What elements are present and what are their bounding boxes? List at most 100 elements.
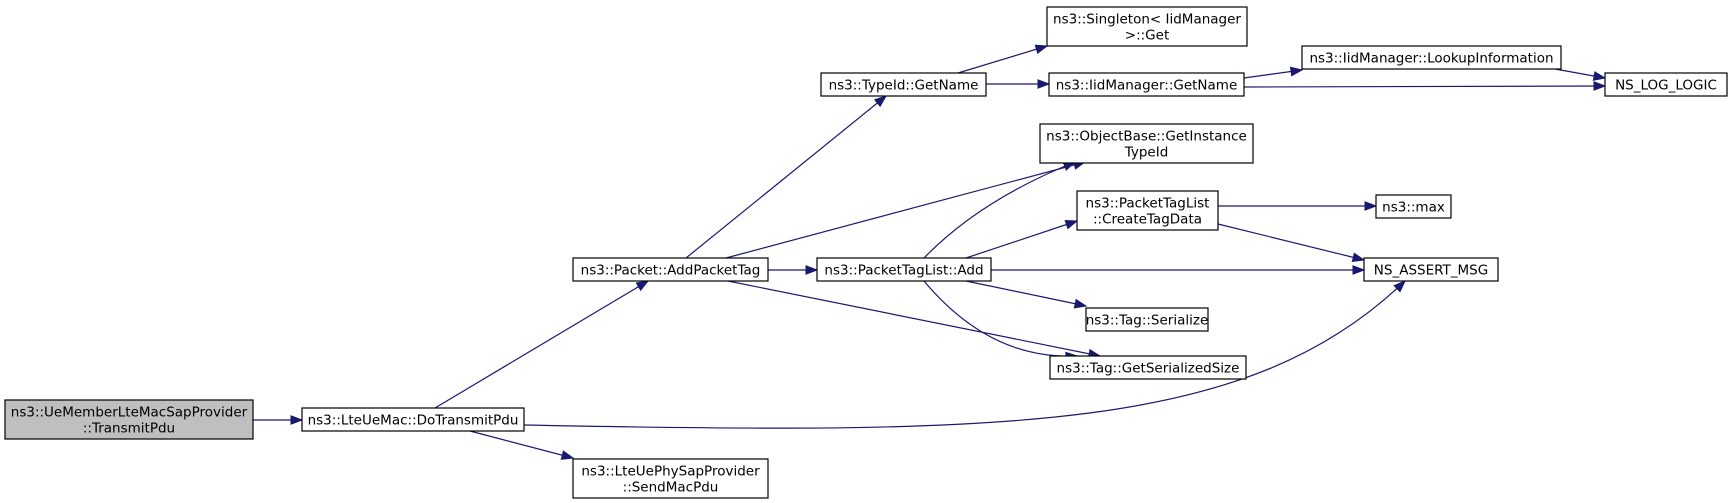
- node-box: [1301, 45, 1562, 70]
- node-send_mac_pdu[interactable]: ns3::LteUePhySapProvider::SendMacPdu: [572, 458, 769, 499]
- node-box: [1046, 6, 1248, 47]
- arrowhead: [1034, 44, 1049, 55]
- node-ns_assert_msg[interactable]: NS_ASSERT_MSG: [1363, 257, 1499, 282]
- node-box: [816, 257, 992, 282]
- node-label: ns3::LteUePhySapProvider: [581, 464, 760, 480]
- edge-typeid_getname-to-iid_getname: [986, 79, 1051, 89]
- node-label: NS_LOG_LOGIC: [1615, 78, 1717, 94]
- arrowhead: [1073, 298, 1088, 309]
- edge-tag_list_add-to-tag_serialize: [965, 280, 1088, 309]
- node-box: [1375, 194, 1452, 219]
- node-label: ns3::IidManager::GetName: [1056, 78, 1238, 94]
- edge-create_tag_data-to-ns_assert_msg: [1217, 223, 1366, 262]
- node-ns_log_logic[interactable]: NS_LOG_LOGIC: [1604, 72, 1728, 97]
- node-box: [572, 458, 769, 499]
- node-box: [820, 72, 987, 97]
- node-label: ns3::Packet::AddPacketTag: [581, 263, 761, 279]
- node-do_transmit[interactable]: ns3::LteUeMac::DoTransmitPdu: [301, 407, 525, 432]
- node-lookup_information[interactable]: ns3::IidManager::LookupInformation: [1301, 45, 1562, 70]
- node-label: ns3::max: [1382, 200, 1445, 216]
- node-tag_get_serialized_size[interactable]: ns3::Tag::GetSerializedSize: [1049, 355, 1247, 380]
- arrowhead: [1592, 71, 1607, 81]
- edge-line: [725, 161, 1086, 259]
- edge-do_transmit-to-add_packet_tag: [434, 280, 650, 409]
- edge-add_packet_tag-to-get_instance_typeid: [725, 160, 1087, 259]
- edge-line: [1243, 85, 1606, 88]
- edge-line: [434, 280, 649, 409]
- nodes-layer: ns3::UeMemberLteMacSapProvider::Transmit…: [4, 6, 1728, 499]
- node-box: [1076, 190, 1219, 231]
- node-label: NS_ASSERT_MSG: [1374, 263, 1488, 279]
- edge-add_packet_tag-to-tag_list_add: [768, 265, 819, 275]
- edge-line: [965, 280, 1087, 307]
- node-label: ns3::UeMemberLteMacSapProvider: [11, 405, 248, 421]
- node-label: ns3::PacketTagList: [1086, 196, 1210, 212]
- edge-tag_list_add-to-create_tag_data: [965, 219, 1079, 259]
- node-tag_serialize[interactable]: ns3::Tag::Serialize: [1085, 307, 1209, 332]
- edge-tag_list_add-to-get_instance_typeid: [923, 161, 1077, 259]
- arrowhead: [1364, 201, 1378, 211]
- node-tag_list_add[interactable]: ns3::PacketTagList::Add: [816, 257, 992, 282]
- node-box: [1604, 72, 1728, 97]
- node-label: >::Get: [1125, 28, 1169, 44]
- edge-tag_list_add-to-tag_get_serialized_size: [923, 280, 1079, 362]
- node-box: [1048, 72, 1245, 97]
- arrowhead: [805, 265, 819, 275]
- edge-line: [685, 95, 887, 259]
- edge-line: [923, 280, 1078, 357]
- edge-line: [957, 45, 1048, 74]
- arrowhead: [1352, 265, 1366, 275]
- node-label: ::TransmitPdu: [83, 421, 175, 437]
- edge-tag_list_add-to-ns_assert_msg: [991, 265, 1366, 275]
- node-label: ::SendMacPdu: [623, 480, 719, 496]
- edge-do_transmit-to-ns_assert_msg: [523, 280, 1407, 429]
- edge-add_packet_tag-to-typeid_getname: [685, 95, 888, 259]
- node-ue_transmit[interactable]: ns3::UeMemberLteMacSapProvider::Transmit…: [4, 399, 254, 440]
- arrowhead: [560, 450, 575, 460]
- edges-layer: [253, 44, 1607, 460]
- node-box: [4, 399, 254, 440]
- node-add_packet_tag[interactable]: ns3::Packet::AddPacketTag: [572, 257, 769, 282]
- node-singleton_get[interactable]: ns3::Singleton< IidManager>::Get: [1046, 6, 1248, 47]
- node-box: [301, 407, 525, 432]
- node-typeid_getname[interactable]: ns3::TypeId::GetName: [820, 72, 987, 97]
- edge-line: [965, 220, 1078, 259]
- arrowhead: [1064, 219, 1079, 230]
- node-label: ::CreateTagData: [1093, 212, 1202, 228]
- edge-iid_getname-to-ns_log_logic: [1243, 81, 1607, 91]
- node-box: [1085, 307, 1209, 332]
- arrowhead: [1289, 66, 1304, 77]
- node-create_tag_data[interactable]: ns3::PacketTagList::CreateTagData: [1076, 190, 1219, 231]
- arrowhead: [873, 95, 888, 108]
- edge-do_transmit-to-send_mac_pdu: [469, 430, 575, 460]
- node-label: ns3::PacketTagList::Add: [824, 263, 983, 279]
- edge-create_tag_data-to-ns3_max: [1218, 201, 1378, 211]
- node-iid_getname[interactable]: ns3::IidManager::GetName: [1048, 72, 1245, 97]
- arrowhead: [1351, 252, 1366, 262]
- edge-lookup_information-to-ns_log_logic: [1554, 68, 1607, 81]
- node-box: [1049, 355, 1247, 380]
- edge-line: [923, 161, 1076, 259]
- edge-line: [727, 280, 1101, 357]
- edge-typeid_getname-to-singleton_get: [957, 44, 1049, 74]
- node-label: ns3::TypeId::GetName: [829, 78, 979, 94]
- arrowhead: [1393, 280, 1407, 293]
- edge-line: [523, 280, 1406, 429]
- arrowhead: [1037, 79, 1051, 89]
- node-box: [1039, 123, 1254, 164]
- edge-add_packet_tag-to-tag_get_serialized_size: [727, 280, 1102, 359]
- node-label: ns3::Tag::Serialize: [1086, 313, 1209, 329]
- node-label: ns3::ObjectBase::GetInstance: [1046, 129, 1247, 145]
- arrowhead: [635, 280, 650, 292]
- node-ns3_max[interactable]: ns3::max: [1375, 194, 1452, 219]
- node-label: ns3::Tag::GetSerializedSize: [1057, 361, 1240, 377]
- node-box: [1363, 257, 1499, 282]
- node-label: ns3::Singleton< IidManager: [1053, 12, 1241, 28]
- node-label: TypeId: [1124, 145, 1169, 161]
- edge-ue_transmit-to-do_transmit: [253, 415, 304, 425]
- node-box: [572, 257, 769, 282]
- arrowhead: [1593, 81, 1607, 91]
- edge-iid_getname-to-lookup_information: [1243, 66, 1304, 79]
